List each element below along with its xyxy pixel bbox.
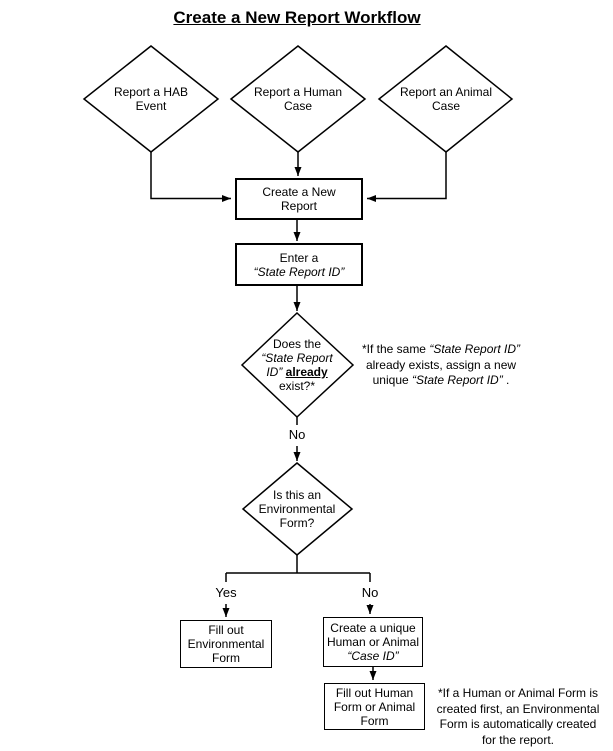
branch-label-no: No: [356, 585, 384, 601]
box-create-unique-case-id: Create a unique Human or Animal “Case ID…: [323, 617, 423, 667]
label-line: Event: [135, 99, 167, 113]
diamond-report-human-case: [229, 45, 367, 153]
box-fill-out-human-or-animal-form: Fill out Human Form or Animal Form: [324, 683, 425, 730]
note-line: for the report.: [481, 732, 555, 747]
label-line: “State Report: [261, 351, 333, 365]
connector-env-branch-bar: [225, 555, 371, 582]
label-line: Report an Animal: [399, 85, 493, 99]
diamond-label-human-case: Report a Human Case: [238, 85, 358, 113]
box-line: “Case ID”: [347, 649, 399, 663]
note-line: Form is automatically created: [439, 717, 597, 731]
label-line: Report a Human: [253, 85, 343, 99]
box-line: Report: [280, 199, 318, 213]
label-line: Does the: [272, 337, 322, 351]
label-line: Form?: [279, 516, 315, 530]
label-line: Environmental: [258, 502, 336, 516]
box-line: Fill out: [208, 623, 244, 637]
diamond-label-hab-event: Report a HAB Event: [91, 85, 211, 113]
box-line: Fill out Human: [335, 685, 414, 700]
box-create-new-report: Create a New Report: [235, 178, 363, 220]
diamond-label-id-already-exists: Does the “State Report ID” already exist…: [242, 337, 352, 393]
branch-label-yes: Yes: [208, 585, 244, 601]
box-line: Enter a: [279, 250, 319, 265]
diamond-report-animal-case: [377, 45, 514, 153]
note-state-report-id: *If the same “State Report ID” already e…: [361, 342, 521, 387]
box-line: Create a unique: [330, 621, 416, 635]
connector-hab-to-create: [150, 152, 231, 202]
page-title: Create a New Report Workflow: [173, 8, 421, 27]
box-line: Environmental: [187, 637, 265, 651]
note-environmental-form-auto-created: *If a Human or Animal Form is created fi…: [426, 686, 610, 748]
box-line: Form: [360, 713, 389, 728]
diamond-id-already-exists: [240, 311, 355, 419]
label-line: Case: [431, 99, 460, 113]
diamond-label-animal-case: Report an Animal Case: [386, 85, 506, 113]
note-line: created first, an Environmental: [436, 701, 600, 716]
box-line: Form: [212, 651, 240, 665]
note-line: *If a Human or Animal Form is: [437, 686, 599, 700]
label-line: exist?*: [278, 379, 316, 393]
branch-label-no: No: [283, 427, 311, 443]
box-fill-out-environmental-form: Fill out Environmental Form: [180, 620, 272, 668]
label-line: Case: [283, 99, 312, 113]
label-line: Report a HAB: [113, 85, 189, 99]
label-line: Is this an: [272, 488, 322, 502]
connector-animal-to-create: [367, 152, 447, 202]
box-enter-state-report-id: Enter a “State Report ID”: [235, 243, 363, 286]
box-line: Create a New: [262, 185, 336, 199]
box-line: Human or Animal: [326, 635, 420, 649]
box-line: “State Report ID”: [253, 264, 345, 279]
diamond-report-hab-event: [82, 45, 220, 153]
label-line: ID” already: [266, 365, 328, 379]
box-line: Form or Animal: [333, 699, 416, 714]
diamond-label-is-environmental-form: Is this an Environmental Form?: [242, 488, 352, 530]
diamond-is-environmental-form: [241, 462, 354, 556]
